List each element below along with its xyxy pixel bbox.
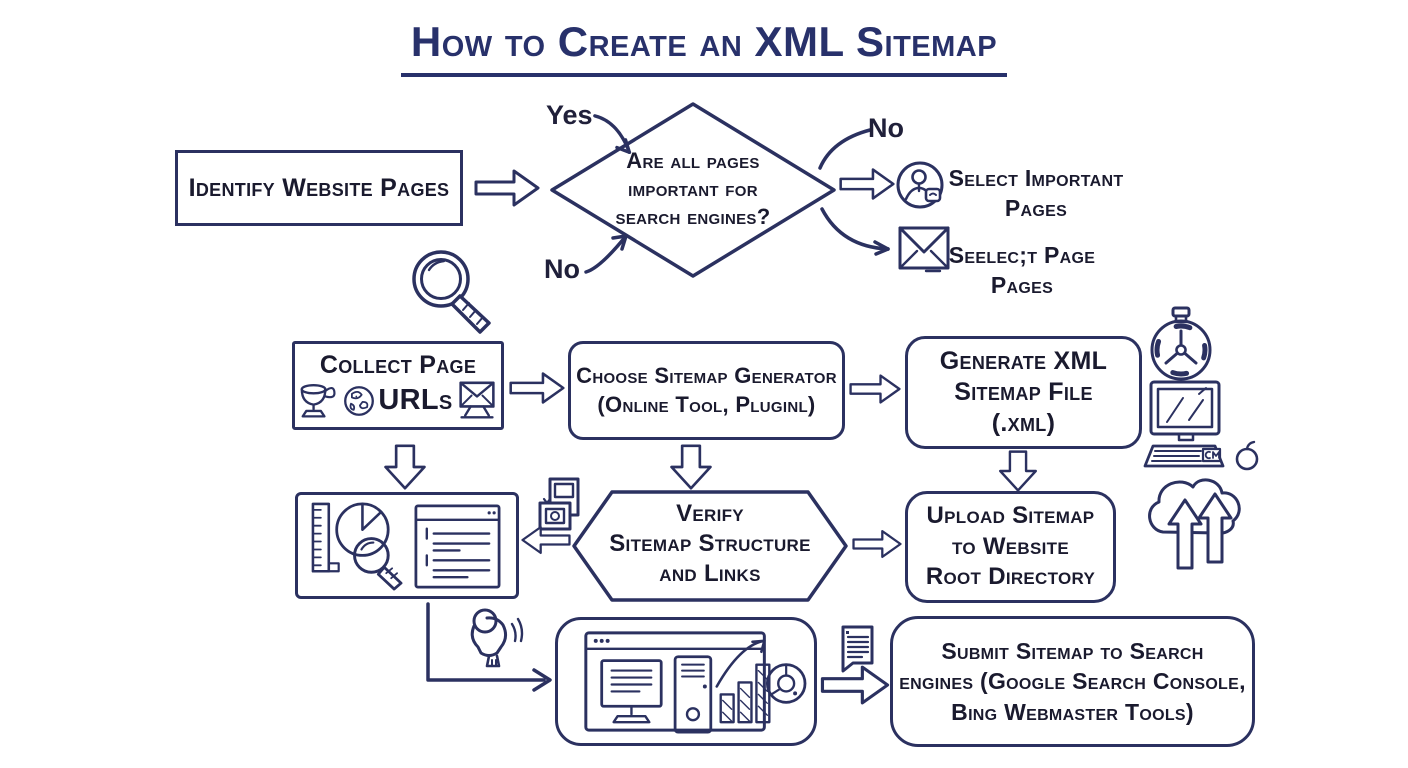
flow-arrow-right-icon bbox=[820, 665, 890, 705]
node-audit-illustration bbox=[295, 492, 519, 599]
no-left-label: No bbox=[544, 254, 580, 284]
node-collect-page-urls: Collect Page URLs bbox=[292, 341, 504, 430]
flow-arrow-left-icon bbox=[521, 525, 571, 555]
elbow-connector-arrow-icon bbox=[426, 602, 552, 692]
yes-label: Yes bbox=[546, 100, 593, 130]
flow-arrow-right-icon bbox=[849, 374, 901, 404]
desktop-computer-icon bbox=[1143, 380, 1259, 471]
document-icon bbox=[841, 625, 874, 673]
cloud-upload-icon bbox=[1148, 478, 1241, 570]
flow-arrow-down-icon bbox=[670, 444, 712, 490]
flow-arrow-right-icon bbox=[509, 372, 565, 404]
globe-icon bbox=[344, 385, 375, 416]
no-right-label: No bbox=[868, 113, 904, 143]
flow-arrow-down-icon bbox=[999, 450, 1037, 492]
browser-analytics-illustration bbox=[583, 631, 806, 734]
node-label: Choose Sitemap Generator (Online Tool, P… bbox=[576, 362, 837, 417]
node-upload-sitemap: Upload Sitemap to Website Root Directory bbox=[905, 491, 1116, 603]
no-branch-arc-icon bbox=[818, 128, 872, 170]
node-verify-hexagon bbox=[572, 490, 848, 602]
node-label: Identify Website Pages bbox=[188, 173, 450, 202]
node-label: Generate XML Sitemap File (.xml) bbox=[939, 346, 1108, 438]
stopwatch-icon bbox=[1150, 306, 1212, 381]
fist-icon bbox=[470, 608, 524, 668]
decision-diamond bbox=[550, 102, 836, 278]
node-analytics-illustration bbox=[555, 617, 817, 746]
node-label: Upload Sitemap to Website Root Directory bbox=[925, 501, 1096, 591]
photo-stack-icon bbox=[538, 477, 580, 531]
magnifier-icon bbox=[412, 250, 491, 334]
node-label: Submit Sitemap to Search engines (Google… bbox=[899, 637, 1246, 725]
node-generate-xml-sitemap-file: Generate XML Sitemap File (.xml) bbox=[905, 336, 1142, 449]
flow-arrow-down-icon bbox=[384, 444, 426, 490]
node-identify-website-pages: Identify Website Pages bbox=[175, 150, 463, 226]
no-left-curved-arrow-icon bbox=[584, 234, 628, 274]
chart-magnifier-illustration bbox=[311, 502, 501, 590]
node-label-line2: URLs bbox=[378, 384, 453, 416]
decision-label: Are all pages important for search engin… bbox=[615, 148, 771, 230]
yes-curved-arrow-icon bbox=[593, 114, 632, 154]
node-label-line1: Collect Page bbox=[319, 350, 477, 379]
trophy-icon bbox=[301, 383, 336, 418]
node-label: Verify Sitemap Structure and Links bbox=[609, 500, 811, 587]
title-area: How to Create an XML Sitemap bbox=[0, 18, 1408, 77]
select-page-pages-label: Seelec;t Page Pages bbox=[948, 242, 1096, 298]
node-choose-sitemap-generator: Choose Sitemap Generator (Online Tool, P… bbox=[568, 341, 845, 440]
envelope-icon bbox=[898, 226, 950, 273]
flow-arrow-right-icon bbox=[474, 169, 540, 207]
no-branch-curved-arrow-icon bbox=[820, 207, 890, 256]
page-title: How to Create an XML Sitemap bbox=[400, 18, 1008, 77]
envelope-monitor-icon bbox=[458, 381, 495, 419]
select-important-pages-label: Select Important Pages bbox=[948, 165, 1124, 221]
flow-arrow-right-icon bbox=[839, 168, 895, 200]
flow-arrow-right-icon bbox=[852, 529, 902, 559]
user-circle-icon bbox=[896, 161, 944, 209]
node-submit-sitemap: Submit Sitemap to Search engines (Google… bbox=[890, 616, 1255, 747]
